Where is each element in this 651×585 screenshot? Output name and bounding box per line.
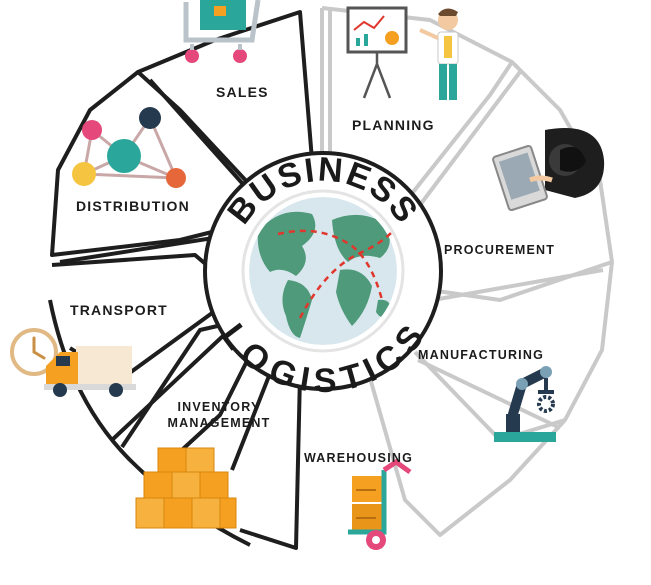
segment-label-distribution: DISTRIBUTION	[76, 198, 190, 214]
person-at-laptop-icon	[492, 128, 605, 212]
presenter-with-chart-icon	[346, 6, 459, 100]
warehousing-inner-divider	[417, 358, 561, 430]
transport-inner-divider	[110, 318, 242, 442]
segment-label-manufacturing: MANUFACTURING	[418, 348, 545, 362]
distribution-segment-outline	[50, 70, 237, 257]
procurement-inner-divider	[418, 70, 522, 207]
shipping-routes	[277, 229, 393, 319]
segment-label-inventory: INVENTORY MANAGEMENT	[156, 399, 282, 431]
hand-truck-with-boxes-icon	[348, 458, 412, 550]
warehousing-segment-outline	[368, 377, 567, 537]
segment-label-inventory-line1: INVENTORY	[177, 400, 261, 414]
segment-label-sales: SALES	[216, 84, 269, 100]
segment-label-procurement: PROCUREMENT	[444, 243, 556, 257]
wheel-segments-light	[320, 6, 614, 537]
stacked-boxes-icon	[135, 447, 237, 529]
network-nodes-icon	[72, 107, 186, 188]
shopping-cart-icon	[183, 0, 261, 63]
segment-label-planning: PLANNING	[352, 117, 435, 133]
segment-label-warehousing: WAREHOUSING	[304, 451, 414, 465]
segment-label-transport: TRANSPORT	[70, 302, 168, 318]
globe-icon	[249, 197, 397, 345]
procurement-segment-outline	[429, 60, 614, 302]
distribution-inner-divider	[59, 234, 227, 264]
segment-label-inventory-line2: MANAGEMENT	[167, 416, 271, 430]
robotic-arm-icon	[494, 366, 556, 442]
sales-inner-divider	[148, 78, 252, 194]
manufacturing-inner-divider	[432, 268, 604, 302]
delivery-truck-and-clock-icon	[10, 328, 136, 397]
